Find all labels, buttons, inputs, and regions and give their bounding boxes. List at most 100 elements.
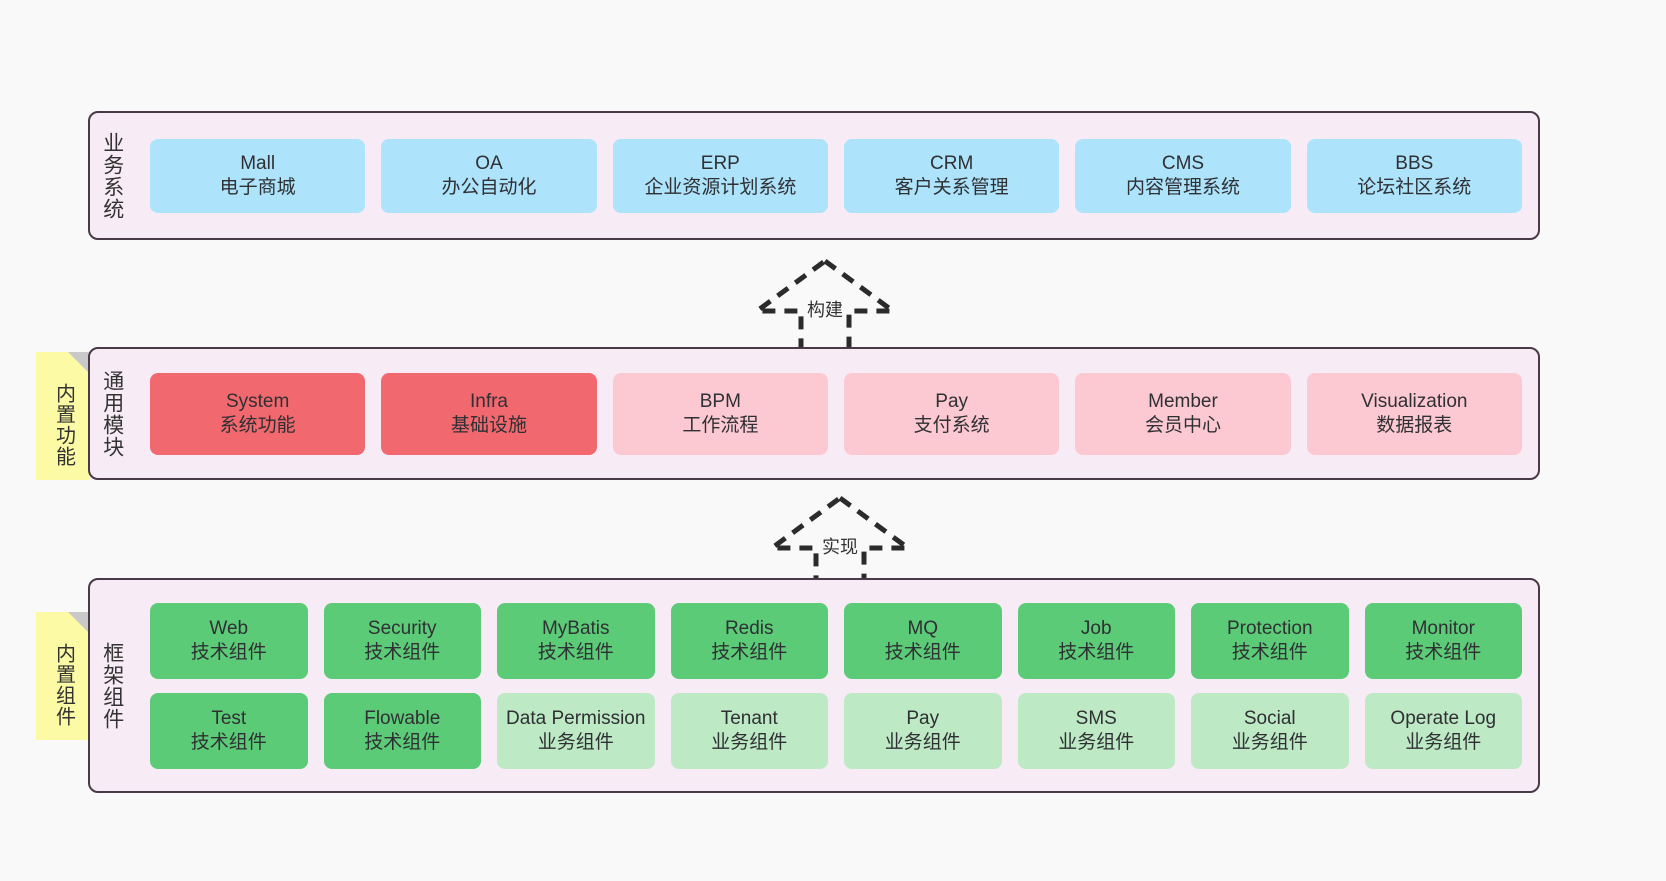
node-subtitle: 技术组件	[364, 731, 441, 753]
node-mybatis[interactable]: MyBatis 技术组件	[497, 602, 655, 679]
layer-business-systems: 业务系统 Mall 电子商城 OA 办公自动化 ERP 企业资源计划系统 CRM…	[88, 111, 1540, 240]
node-oa[interactable]: OA 办公自动化	[381, 138, 597, 213]
node-subtitle: 技术组件	[190, 731, 267, 753]
layer-body-framework-components: Web 技术组件 Security 技术组件 MyBatis 技术组件 Redi…	[134, 580, 1538, 791]
node-subtitle: 数据报表	[1376, 414, 1453, 436]
node-row: Web 技术组件 Security 技术组件 MyBatis 技术组件 Redi…	[150, 602, 1522, 679]
generalization-arrow-icon	[749, 257, 901, 356]
node-subtitle: 技术组件	[364, 641, 441, 663]
node-title: BPM	[699, 390, 741, 412]
node-system[interactable]: System 系统功能	[150, 372, 366, 455]
node-title: MQ	[907, 617, 939, 639]
node-subtitle: 技术组件	[1058, 641, 1135, 663]
node-subtitle: 内容管理系统	[1125, 176, 1240, 198]
node-test[interactable]: Test 技术组件	[150, 692, 308, 769]
layer-body-common-modules: System 系统功能 Infra 基础设施 BPM 工作流程 Pay 支付系统…	[134, 349, 1538, 478]
node-subtitle: 企业资源计划系统	[644, 176, 797, 198]
node-pay-component[interactable]: Pay 业务组件	[844, 692, 1002, 769]
node-subtitle: 业务组件	[537, 731, 614, 753]
node-row: System 系统功能 Infra 基础设施 BPM 工作流程 Pay 支付系统…	[150, 372, 1522, 455]
node-subtitle: 论坛社区系统	[1357, 176, 1472, 198]
note-fold-corner-icon	[68, 612, 90, 634]
node-subtitle: 技术组件	[1231, 641, 1308, 663]
node-title: Pay	[935, 390, 969, 412]
node-title: Monitor	[1411, 617, 1475, 639]
node-subtitle: 技术组件	[1405, 641, 1482, 663]
connector-implement-label: 实现	[822, 537, 858, 557]
node-title: Protection	[1226, 617, 1313, 639]
node-sms[interactable]: SMS 业务组件	[1017, 692, 1175, 769]
node-subtitle: 基础设施	[450, 414, 527, 436]
node-subtitle: 技术组件	[190, 641, 267, 663]
node-row: Mall 电子商城 OA 办公自动化 ERP 企业资源计划系统 CRM 客户关系…	[150, 138, 1522, 213]
node-title: CMS	[1161, 152, 1205, 174]
node-title: Visualization	[1361, 390, 1468, 412]
node-member[interactable]: Member 会员中心	[1075, 372, 1291, 455]
node-subtitle: 系统功能	[219, 414, 296, 436]
node-tenant[interactable]: Tenant 业务组件	[670, 692, 828, 769]
node-bbs[interactable]: BBS 论坛社区系统	[1306, 138, 1522, 213]
node-protection[interactable]: Protection 技术组件	[1191, 602, 1349, 679]
node-title: Security	[367, 617, 437, 639]
node-title: Job	[1080, 617, 1112, 639]
node-subtitle: 办公自动化	[441, 176, 537, 198]
node-title: System	[225, 390, 290, 412]
node-subtitle: 支付系统	[913, 414, 990, 436]
node-web[interactable]: Web 技术组件	[150, 602, 308, 679]
node-title: Infra	[469, 390, 508, 412]
layer-title-common-modules: 通用模块	[100, 369, 124, 458]
node-title: SMS	[1075, 707, 1117, 729]
node-flowable[interactable]: Flowable 技术组件	[323, 692, 481, 769]
node-title: CRM	[930, 152, 974, 174]
node-title: Test	[211, 707, 247, 729]
node-title: Social	[1243, 707, 1296, 729]
node-data-permission[interactable]: Data Permission 业务组件	[497, 692, 655, 769]
note-fold-corner-icon	[68, 352, 90, 374]
node-title: ERP	[700, 152, 740, 174]
node-mall[interactable]: Mall 电子商城	[150, 138, 366, 213]
node-title: BBS	[1395, 152, 1434, 174]
node-subtitle: 电子商城	[219, 176, 296, 198]
connector-build: 构建	[745, 255, 905, 356]
connector-implement: 实现	[760, 492, 920, 593]
node-pay[interactable]: Pay 支付系统	[843, 372, 1060, 455]
node-monitor[interactable]: Monitor 技术组件	[1364, 602, 1522, 679]
node-title: Mall	[240, 152, 276, 174]
node-social[interactable]: Social 业务组件	[1191, 692, 1349, 769]
node-visualization[interactable]: Visualization 数据报表	[1306, 372, 1522, 455]
node-operate-log[interactable]: Operate Log 业务组件	[1364, 692, 1522, 769]
node-title: Data Permission	[506, 707, 646, 729]
node-title: MyBatis	[541, 617, 610, 639]
node-subtitle: 业务组件	[1405, 731, 1482, 753]
layer-common-modules: 通用模块 System 系统功能 Infra 基础设施 BPM 工作流程 Pay…	[88, 347, 1540, 480]
node-title: Redis	[724, 617, 774, 639]
node-cms[interactable]: CMS 内容管理系统	[1075, 138, 1291, 213]
node-bpm[interactable]: BPM 工作流程	[612, 372, 828, 455]
node-security[interactable]: Security 技术组件	[323, 602, 481, 679]
node-subtitle: 业务组件	[1058, 731, 1135, 753]
sticky-note-builtin-features: 内置功能	[36, 352, 90, 480]
node-redis[interactable]: Redis 技术组件	[670, 602, 828, 679]
layer-title-framework-components: 框架组件	[100, 641, 124, 730]
node-title: Flowable	[364, 707, 441, 729]
node-subtitle: 技术组件	[884, 641, 961, 663]
connector-build-label: 构建	[807, 300, 843, 320]
node-erp[interactable]: ERP 企业资源计划系统	[612, 138, 828, 213]
node-subtitle: 工作流程	[682, 414, 759, 436]
node-subtitle: 技术组件	[537, 641, 614, 663]
node-title: OA	[475, 152, 503, 174]
node-title: Tenant	[720, 707, 778, 729]
sticky-note-builtin-components: 内置组件	[36, 612, 90, 740]
node-mq[interactable]: MQ 技术组件	[844, 602, 1002, 679]
node-subtitle: 客户关系管理	[894, 176, 1009, 198]
node-infra[interactable]: Infra 基础设施	[381, 372, 597, 455]
sticky-note-label: 内置功能	[52, 383, 75, 467]
node-subtitle: 业务组件	[1231, 731, 1308, 753]
node-subtitle: 业务组件	[884, 731, 961, 753]
node-title: Operate Log	[1390, 707, 1497, 729]
node-crm[interactable]: CRM 客户关系管理	[843, 138, 1060, 213]
node-subtitle: 业务组件	[711, 731, 788, 753]
node-title: Pay	[906, 707, 940, 729]
layer-body-business-systems: Mall 电子商城 OA 办公自动化 ERP 企业资源计划系统 CRM 客户关系…	[134, 113, 1538, 238]
node-job[interactable]: Job 技术组件	[1017, 602, 1175, 679]
